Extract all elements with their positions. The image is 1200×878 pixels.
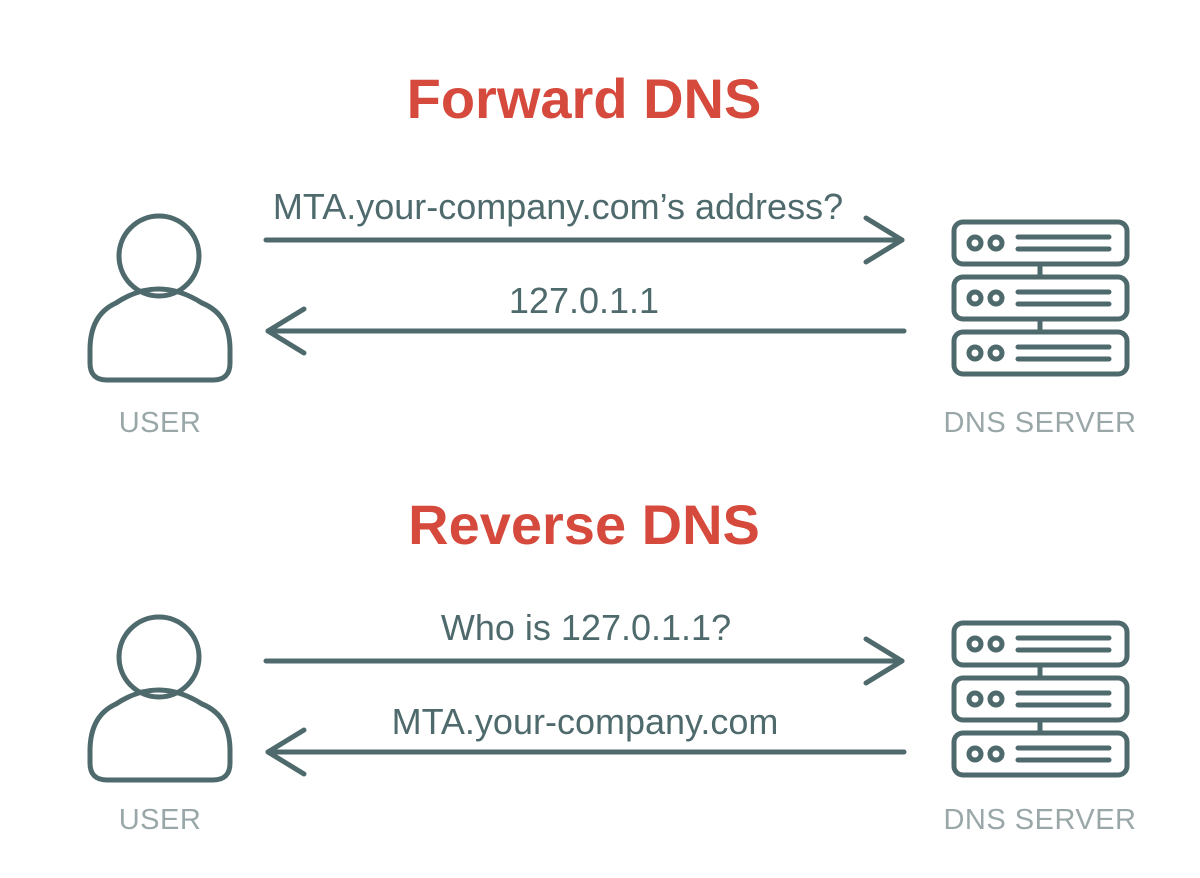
reverse-server-label: DNS SERVER (943, 804, 1136, 836)
reverse-request-text: Who is 127.0.1.1? (441, 607, 731, 648)
reverse-user-label: USER (119, 804, 202, 836)
forward-dns-section: Forward DNS USER MTA.your-company.com’s … (87, 67, 1136, 439)
forward-response-arrow (265, 306, 907, 356)
forward-response-text: 127.0.1.1 (509, 280, 659, 321)
forward-server-label: DNS SERVER (943, 407, 1136, 439)
forward-title: Forward DNS (407, 67, 762, 130)
forward-request-arrow (263, 215, 905, 265)
forward-user-label: USER (119, 407, 202, 439)
user-icon (87, 213, 233, 383)
reverse-title: Reverse DNS (408, 493, 760, 556)
reverse-response-arrow (265, 727, 907, 777)
server-icon (951, 219, 1130, 377)
user-icon (87, 614, 233, 783)
reverse-dns-section: Reverse DNS USER Who is 127.0.1.1? MTA.y… (87, 493, 1136, 836)
reverse-response-text: MTA.your-company.com (392, 701, 779, 742)
server-icon (951, 620, 1130, 778)
forward-request-text: MTA.your-company.com’s address? (273, 186, 843, 227)
reverse-request-arrow (263, 636, 905, 686)
